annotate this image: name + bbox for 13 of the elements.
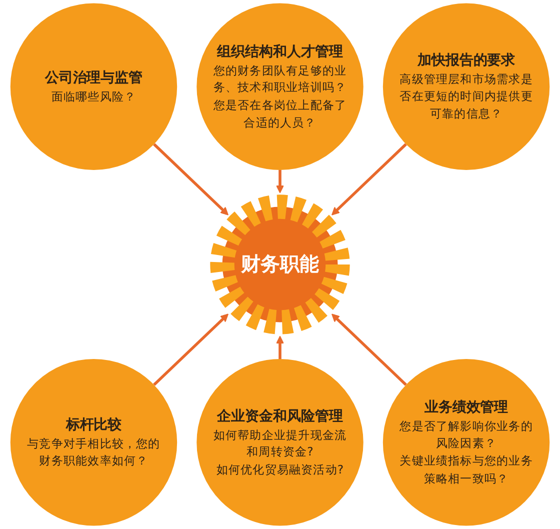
arrow xyxy=(276,170,284,194)
node-circle: 标杆比较 与竞争对手相比较，您的财务职能效率如何？ xyxy=(10,359,178,526)
node-circle: 业务绩效管理 您是否了解影响你业务的风险因素？ 关键业绩指标与您的业务策略相一致吗？ xyxy=(382,359,550,526)
node-circle: 财务职能 xyxy=(210,194,350,334)
arrow xyxy=(332,143,407,216)
node-circle: 公司治理与监管 面临哪些风险？ xyxy=(10,3,178,170)
node-circle: 加快报告的要求 高级管理层和市场需求是否在更短的时间内提供更可靠的信息？ xyxy=(382,3,550,170)
arrow xyxy=(153,314,228,386)
arrow xyxy=(332,314,407,386)
arrow xyxy=(153,143,228,216)
arrow xyxy=(276,336,284,360)
node-circle: 企业资金和风险管理 如何帮助企业提升现金流和周转资金? 如何优化贸易融资活动? xyxy=(196,359,364,526)
node-circle: 组织结构和人才管理 您的财务团队有足够的业务、技术和职业培训吗？ 您是否在各岗位上配备了合适的人员？ xyxy=(196,3,364,170)
